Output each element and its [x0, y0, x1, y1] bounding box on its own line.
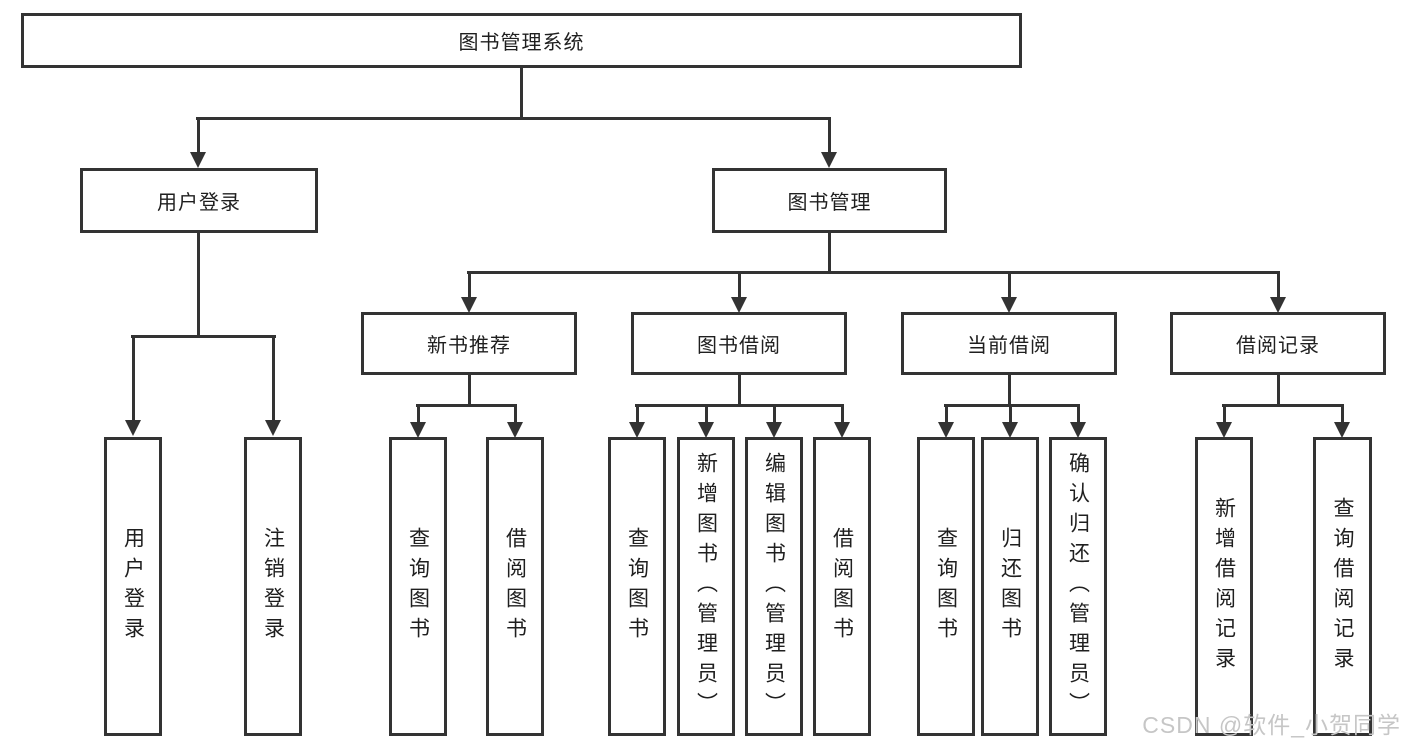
- connector-l3-borrow-stem: [738, 274, 741, 298]
- leaf-add-books-admin-label: 新增图书（管理员）: [694, 451, 718, 722]
- leaf-return-books: 归还图书: [981, 437, 1039, 736]
- leaf-logout: 注销登录: [244, 437, 302, 736]
- arrowhead-leaf-icon: [834, 422, 850, 438]
- node-root: 图书管理系统: [21, 13, 1022, 68]
- connector-mgmt-group-stem: [828, 233, 831, 274]
- connector-leaf-stem: [1223, 404, 1226, 424]
- connector-leaf-stem: [945, 404, 948, 424]
- arrowhead-leaf-login-icon: [125, 420, 141, 436]
- connector-book-mgmt-stem: [828, 120, 831, 153]
- leaf-add-borrow-record: 新增借阅记录: [1195, 437, 1253, 736]
- node-book-management-label: 图书管理: [787, 192, 872, 214]
- arrowhead-leaf-icon: [1070, 422, 1086, 438]
- connector-recommend-group-rail: [416, 404, 517, 407]
- leaf-query-books-current: 查询图书: [917, 437, 975, 736]
- leaf-borrow-books-label: 借阅图书: [830, 526, 854, 647]
- connector-level3-rail: [467, 271, 1280, 274]
- connector-leaf-stem: [1077, 404, 1080, 424]
- leaf-confirm-return-admin-label: 确认归还（管理员）: [1066, 451, 1090, 722]
- connector-leaf-stem: [636, 404, 639, 424]
- arrowhead-leaf-icon: [629, 422, 645, 438]
- arrowhead-leaf-icon: [938, 422, 954, 438]
- connector-leaf-stem: [417, 404, 420, 424]
- connector-level2-rail: [196, 117, 831, 120]
- connector-leaf-stem: [1341, 404, 1344, 424]
- connector-leaf-stem: [773, 404, 776, 424]
- arrowhead-leaf-icon: [410, 422, 426, 438]
- arrowhead-leaf-icon: [766, 422, 782, 438]
- connector-user-login-stem: [197, 120, 200, 153]
- node-borrow-records: 借阅记录: [1170, 312, 1386, 375]
- arrowhead-leaf-icon: [1216, 422, 1232, 438]
- leaf-query-borrow-record-label: 查询借阅记录: [1331, 496, 1354, 677]
- connector-records-group-stem: [1277, 375, 1280, 407]
- connector-leaf-stem: [1009, 404, 1012, 424]
- leaf-edit-books-admin: 编辑图书（管理员）: [745, 437, 803, 736]
- node-current-borrow: 当前借阅: [901, 312, 1117, 375]
- connector-l3-records-stem: [1277, 274, 1280, 298]
- connector-l3-current-stem: [1008, 274, 1011, 298]
- arrowhead-book-mgmt-icon: [821, 152, 837, 168]
- node-current-borrow-label: 当前借阅: [967, 335, 1051, 357]
- leaf-user-login-label: 用户登录: [121, 526, 145, 647]
- arrowhead-leaf-icon: [1002, 422, 1018, 438]
- leaf-confirm-return-admin: 确认归还（管理员）: [1049, 437, 1107, 736]
- leaf-edit-books-admin-label: 编辑图书（管理员）: [762, 451, 786, 722]
- connector-login-group-stem: [197, 233, 200, 338]
- node-book-borrow-label: 图书借阅: [697, 335, 781, 357]
- connector-login-group-rail: [131, 335, 276, 338]
- connector-leaf-logout-stem: [272, 335, 275, 421]
- leaf-borrow-books-recommend-label: 借阅图书: [503, 526, 527, 647]
- leaf-query-books-borrow: 查询图书: [608, 437, 666, 736]
- arrowhead-leaf-icon: [1334, 422, 1350, 438]
- leaf-add-borrow-record-label: 新增借阅记录: [1212, 496, 1236, 677]
- leaf-logout-label: 注销登录: [261, 526, 285, 647]
- arrowhead-l3-records-icon: [1270, 297, 1286, 313]
- connector-current-group-rail: [944, 404, 1080, 407]
- leaf-borrow-books-recommend: 借阅图书: [486, 437, 544, 736]
- connector-l3-recommend-stem: [468, 274, 471, 298]
- connector-borrow-group-rail: [635, 404, 844, 407]
- connector-records-group-rail: [1222, 404, 1344, 407]
- arrowhead-l3-borrow-icon: [731, 297, 747, 313]
- leaf-query-borrow-record: 查询借阅记录: [1313, 437, 1372, 736]
- arrowhead-user-login-icon: [190, 152, 206, 168]
- connector-leaf-stem: [705, 404, 708, 424]
- arrowhead-l3-current-icon: [1001, 297, 1017, 313]
- connector-root-stem: [520, 68, 523, 120]
- arrowhead-leaf-logout-icon: [265, 420, 281, 436]
- node-new-book-recommend: 新书推荐: [361, 312, 577, 375]
- leaf-query-books-recommend: 查询图书: [389, 437, 447, 736]
- node-book-management: 图书管理: [712, 168, 947, 233]
- arrowhead-leaf-icon: [507, 422, 523, 438]
- node-borrow-records-label: 借阅记录: [1236, 335, 1320, 357]
- connector-leaf-stem: [514, 404, 517, 424]
- node-user-login-label: 用户登录: [157, 192, 241, 214]
- csdn-watermark: CSDN @软件_小贺同学: [1142, 712, 1401, 738]
- arrowhead-leaf-icon: [698, 422, 714, 438]
- leaf-query-books-borrow-label: 查询图书: [625, 526, 649, 647]
- leaf-query-books-current-label: 查询图书: [934, 526, 958, 647]
- arrowhead-l3-recommend-icon: [461, 297, 477, 313]
- node-new-book-recommend-label: 新书推荐: [427, 335, 511, 357]
- connector-borrow-group-stem: [738, 375, 741, 407]
- leaf-return-books-label: 归还图书: [998, 526, 1022, 647]
- connector-recommend-group-stem: [468, 375, 471, 407]
- node-book-borrow: 图书借阅: [631, 312, 847, 375]
- node-root-label: 图书管理系统: [458, 32, 585, 54]
- node-user-login: 用户登录: [80, 168, 318, 233]
- leaf-borrow-books: 借阅图书: [813, 437, 871, 736]
- leaf-add-books-admin: 新增图书（管理员）: [677, 437, 735, 736]
- connector-current-group-stem: [1008, 375, 1011, 407]
- connector-leaf-stem: [841, 404, 844, 424]
- leaf-query-books-recommend-label: 查询图书: [406, 526, 430, 647]
- connector-leaf-login-stem: [132, 335, 135, 421]
- leaf-user-login: 用户登录: [104, 437, 162, 736]
